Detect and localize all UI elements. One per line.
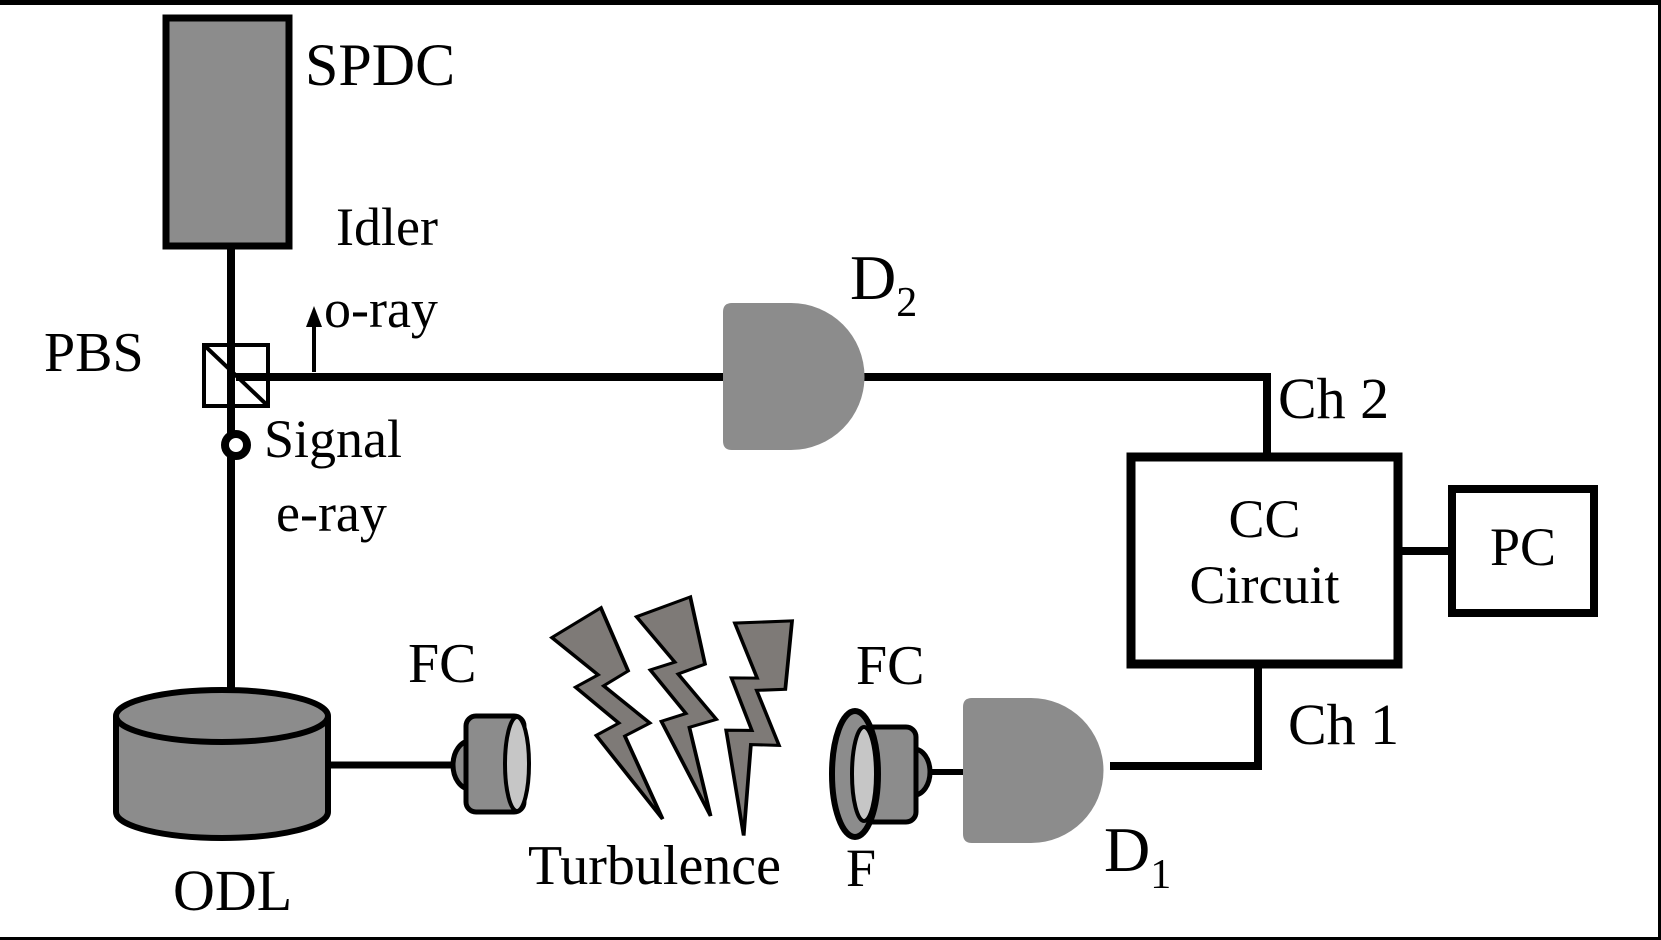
cc-circuit-box	[1126, 452, 1403, 669]
fc-left-label: FC	[408, 633, 477, 695]
frame-bottom	[0, 937, 1661, 940]
detector-d2	[723, 303, 865, 450]
d1-ch1-line	[1110, 664, 1262, 770]
odl-cylinder-top	[113, 687, 331, 745]
fc-right-label: FC	[856, 635, 925, 697]
cc-circuit-label-line1: CC	[1228, 489, 1301, 549]
pbs-diagonal	[203, 344, 269, 407]
pc-label: PC	[1489, 517, 1557, 577]
d2-label-sub: 2	[896, 280, 918, 326]
d1-label-sub: 1	[1150, 852, 1172, 898]
spdc-label: SPDC	[305, 32, 456, 98]
d2-label: D 2	[850, 242, 917, 325]
lightning-bolt-middle-icon	[633, 594, 720, 817]
turbulence-bolts-icon	[549, 594, 795, 836]
filter-lens-inner	[850, 725, 878, 823]
ch1-label: Ch 1	[1288, 692, 1400, 757]
signal-polarization-dot-icon	[221, 430, 251, 460]
frame-right	[1658, 0, 1661, 940]
spdc-crystal	[162, 14, 293, 250]
d1-label: D 1	[1104, 814, 1171, 897]
lightning-bolt-left-icon	[549, 605, 665, 820]
signal-label: Signal	[264, 409, 403, 469]
odl-cylinder-body	[113, 716, 331, 841]
oray-arrow-head-icon	[306, 306, 322, 327]
turbulence-label: Turbulence	[528, 835, 782, 897]
ch2-label: Ch 2	[1278, 366, 1390, 431]
fc-left-face	[503, 715, 531, 813]
pbs-label: PBS	[44, 322, 144, 384]
d1-label-main: D	[1104, 814, 1151, 885]
pc-box	[1448, 485, 1598, 617]
odl-label: ODL	[173, 858, 293, 923]
pbs-cube	[202, 343, 270, 408]
filter-label: F	[846, 838, 877, 898]
idler-label: Idler	[336, 197, 438, 257]
cc-circuit-label-line2: Circuit	[1189, 555, 1340, 615]
frame-top	[0, 0, 1661, 5]
eray-label: e-ray	[276, 483, 387, 543]
detector-d1	[963, 698, 1104, 843]
idler-beam-and-ch2-line	[236, 373, 1271, 457]
lightning-bolt-right-icon	[724, 619, 795, 836]
oray-label: o-ray	[324, 279, 438, 339]
d2-label-main: D	[850, 242, 897, 313]
